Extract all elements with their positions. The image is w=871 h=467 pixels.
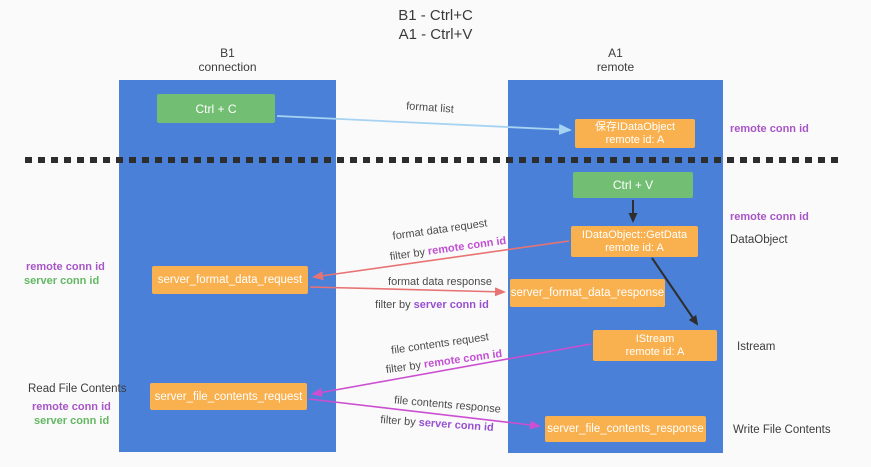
format-list-arrow (276, 115, 572, 135)
filter-by-text: filter by (375, 299, 411, 311)
server-format-data-response-node: server_format_data_response (510, 279, 665, 307)
server-file-contents-response-node: server_file_contents_response (545, 416, 706, 442)
left-column-header: B1 connection (119, 46, 336, 74)
right-column-subtitle: remote (596, 60, 635, 74)
save-idataobject-line2: remote id: A (605, 133, 665, 146)
server-file-contents-request-label: server_file_contents_request (154, 390, 303, 403)
getdata-line2: remote id: A (605, 241, 664, 254)
save-idataobject-line1: 保存IDataObject (594, 120, 676, 133)
right-remote-conn-id-label-top: remote conn id (730, 123, 809, 135)
ctrl-c-label: Ctrl + C (195, 101, 237, 116)
right-remote-conn-id-label-mid: remote conn id (730, 211, 809, 223)
server-format-data-request-label: server_format_data_request (157, 274, 303, 286)
idataobject-getdata-node: IDataObject::GetData remote id: A (571, 226, 698, 257)
left-column-name: B1 (220, 46, 235, 60)
istream-node: IStream remote id: A (593, 330, 717, 361)
file-contents-request-arrow (311, 343, 592, 397)
write-file-contents-label: Write File Contents (733, 424, 831, 436)
save-idataobject-node: 保存IDataObject remote id: A (575, 119, 695, 148)
filter-by-text: filter by (379, 414, 417, 429)
istream-line1: IStream (635, 332, 675, 345)
phase-separator-dashed-line (25, 157, 842, 163)
getdata-to-istream-arrow (651, 257, 699, 326)
right-column-name: A1 (608, 46, 623, 60)
istream-side-label: Istream (737, 341, 776, 353)
server-format-data-response-label: server_format_data_response (510, 287, 665, 299)
ctrl-v-node: Ctrl + V (573, 172, 693, 198)
server-format-data-request-node: server_format_data_request (152, 266, 308, 294)
ctrl-c-node: Ctrl + C (157, 94, 275, 123)
left-server-conn-id-label-top: server conn id (24, 275, 100, 287)
format-data-response-arrow (309, 286, 506, 297)
getdata-line1: IDataObject::GetData (581, 228, 688, 241)
left-remote-conn-id-label-top: remote conn id (26, 261, 105, 273)
left-column-subtitle: connection (198, 60, 257, 74)
server-conn-id-inline: server conn id (413, 299, 489, 311)
ctrl-v-label: Ctrl + V (612, 178, 654, 192)
left-remote-conn-id-label-bottom: remote conn id (32, 401, 111, 413)
title-line-2: A1 - Ctrl+V (398, 26, 473, 43)
format-data-response-arrow-label: format data response (388, 276, 492, 288)
dataobject-label: DataObject (730, 234, 788, 246)
title-line-1: B1 - Ctrl+C (398, 7, 473, 24)
file-contents-response-arrow (308, 398, 541, 430)
right-column-header: A1 remote (508, 46, 723, 74)
istream-line2: remote id: A (625, 345, 685, 358)
diagram-title: B1 - Ctrl+C A1 - Ctrl+V (0, 6, 871, 44)
server-file-contents-request-node: server_file_contents_request (150, 383, 307, 410)
server-file-contents-response-label: server_file_contents_response (547, 423, 704, 435)
read-file-contents-label: Read File Contents (28, 383, 127, 395)
format-data-request-arrow (312, 240, 570, 281)
left-server-conn-id-label-bottom: server conn id (34, 415, 110, 427)
